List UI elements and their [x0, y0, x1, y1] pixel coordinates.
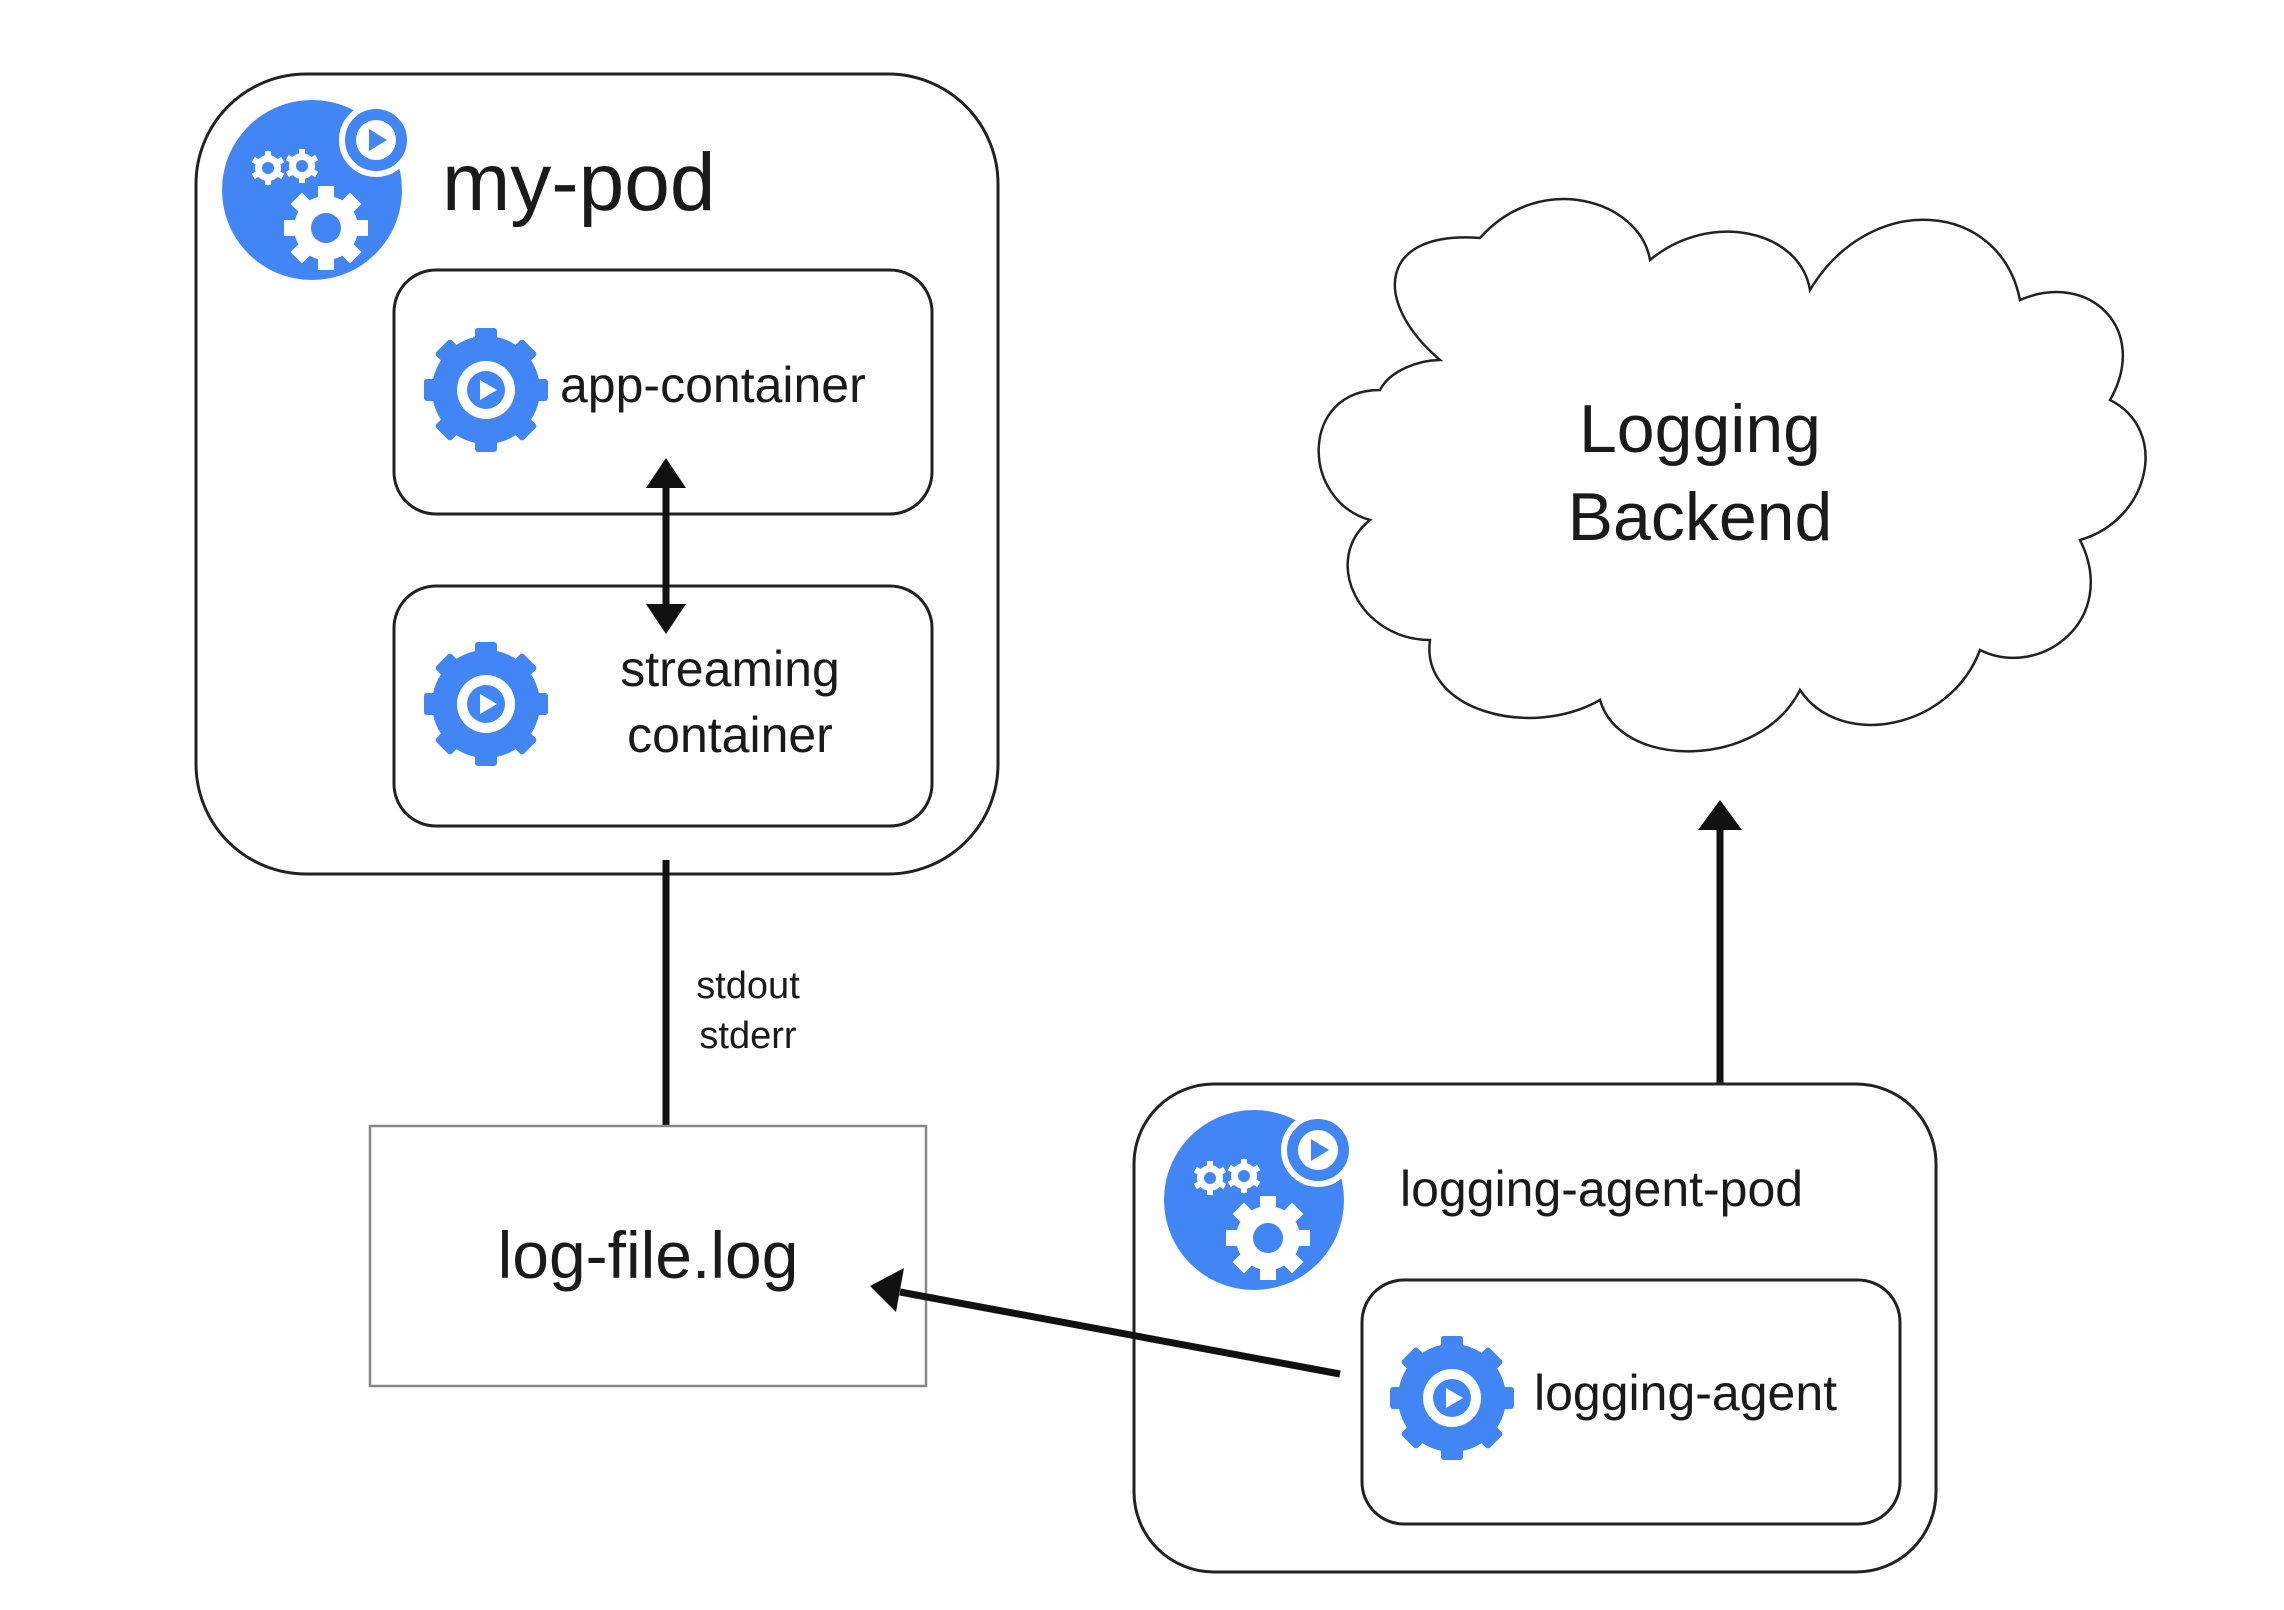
cloud-shape — [1317, 198, 2147, 753]
logging-backend-cloud: Logging Backend — [1317, 198, 2147, 753]
container-gear-icon — [424, 328, 548, 452]
logging-backend-label-line1: Logging — [1579, 391, 1821, 467]
my-pod-group: my-pod app-container streaming container — [194, 72, 1000, 876]
container-gear-icon — [1390, 1336, 1514, 1460]
log-file-box — [368, 1124, 928, 1388]
my-pod-title: my-pod — [442, 137, 715, 228]
logging-agent-label: logging-agent — [1534, 1365, 1837, 1421]
logging-agent-box — [1360, 1278, 1902, 1526]
logging-agent-pod-group: logging-agent-pod logging-agent — [1132, 1082, 1938, 1574]
app-streaming-arrow — [646, 458, 686, 634]
streaming-container-label-line1: streaming — [620, 641, 840, 697]
app-container-label: app-container — [560, 357, 866, 413]
log-file-label: log-file.log — [498, 1218, 799, 1292]
logging-backend-label-line2: Backend — [1568, 479, 1833, 555]
logging-agent-pod-title: logging-agent-pod — [1400, 1161, 1803, 1217]
stderr-label: stderr — [699, 1015, 796, 1057]
agent-logfile-arrow — [870, 1268, 1341, 1378]
log-file-node: log-file.log — [368, 1124, 928, 1388]
stdout-label: stdout — [696, 965, 800, 1007]
container-gear-icon — [424, 642, 548, 766]
streaming-container-label-line2: container — [627, 707, 833, 763]
